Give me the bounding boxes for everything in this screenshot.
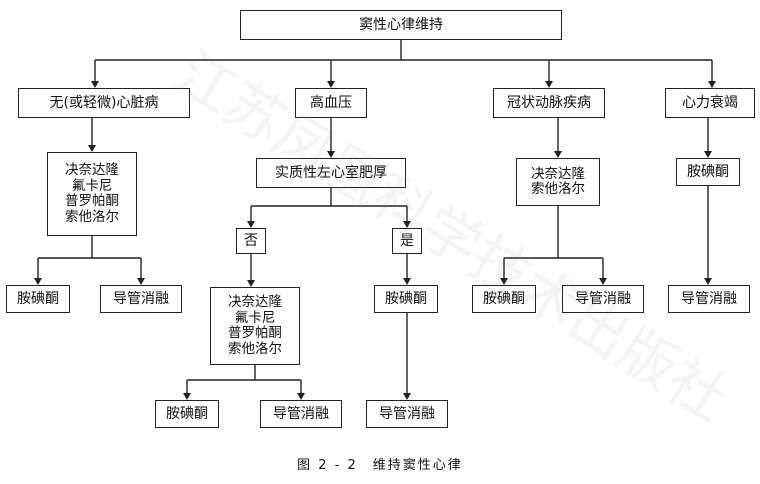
arrowhead [327, 151, 335, 158]
arrowhead [297, 393, 305, 400]
drug-list-coronary: 决奈达隆 索他洛尔 [516, 158, 600, 206]
leaf-amiodarone-coronary: 胺碘酮 [472, 285, 536, 313]
arrowhead [545, 81, 553, 88]
leaf-ablation-yes: 导管消融 [366, 400, 448, 428]
arrowhead [247, 280, 255, 287]
arrowhead [137, 278, 145, 285]
arrowhead [91, 81, 99, 88]
category-hypertension: 高血压 [295, 88, 367, 118]
arrowhead [327, 81, 335, 88]
figure-caption: 图 2 - 2 维持窦性心律 [297, 458, 463, 473]
arrowhead [247, 221, 255, 228]
arrowhead [403, 221, 411, 228]
leaf-ablation-coronary: 导管消融 [562, 285, 644, 313]
arrowhead [500, 278, 508, 285]
category-heart-failure: 心力衰竭 [665, 88, 755, 118]
leaf-ablation-heart-failure: 导管消融 [668, 285, 750, 313]
leaf-ablation-1: 导管消融 [100, 285, 182, 313]
lvh-question-box: 实质性左心室肥厚 [256, 158, 406, 188]
root-box-sinus-rhythm-maintenance: 窦性心律维持 [240, 10, 562, 40]
arrowhead [34, 278, 42, 285]
heart-failure-amiodarone-box: 胺碘酮 [676, 158, 740, 186]
arrowhead [88, 145, 96, 152]
category-no-heart-disease: 无(或轻微)心脏病 [18, 88, 190, 118]
category-coronary-artery-disease: 冠状动脉疾病 [493, 88, 605, 118]
answer-no-box: 否 [236, 228, 266, 254]
leaf-amiodarone-1: 胺碘酮 [6, 285, 70, 313]
leaf-amiodarone-no-lvh: 胺碘酮 [155, 400, 219, 428]
drug-list-no-heart-disease: 决奈达隆 氟卡尼 普罗帕酮 索他洛尔 [47, 152, 137, 236]
arrowhead [704, 151, 712, 158]
drug-list-no-lvh: 决奈达隆 氟卡尼 普罗帕酮 索他洛尔 [210, 287, 300, 365]
arrowhead [183, 393, 191, 400]
arrowhead [704, 278, 712, 285]
arrowhead [403, 393, 411, 400]
leaf-amiodarone-yes: 胺碘酮 [374, 285, 438, 313]
arrowhead [599, 278, 607, 285]
answer-yes-box: 是 [392, 228, 422, 254]
leaf-ablation-no-lvh: 导管消融 [260, 400, 342, 428]
arrowhead [403, 278, 411, 285]
arrowhead [554, 151, 562, 158]
arrowhead [708, 81, 716, 88]
